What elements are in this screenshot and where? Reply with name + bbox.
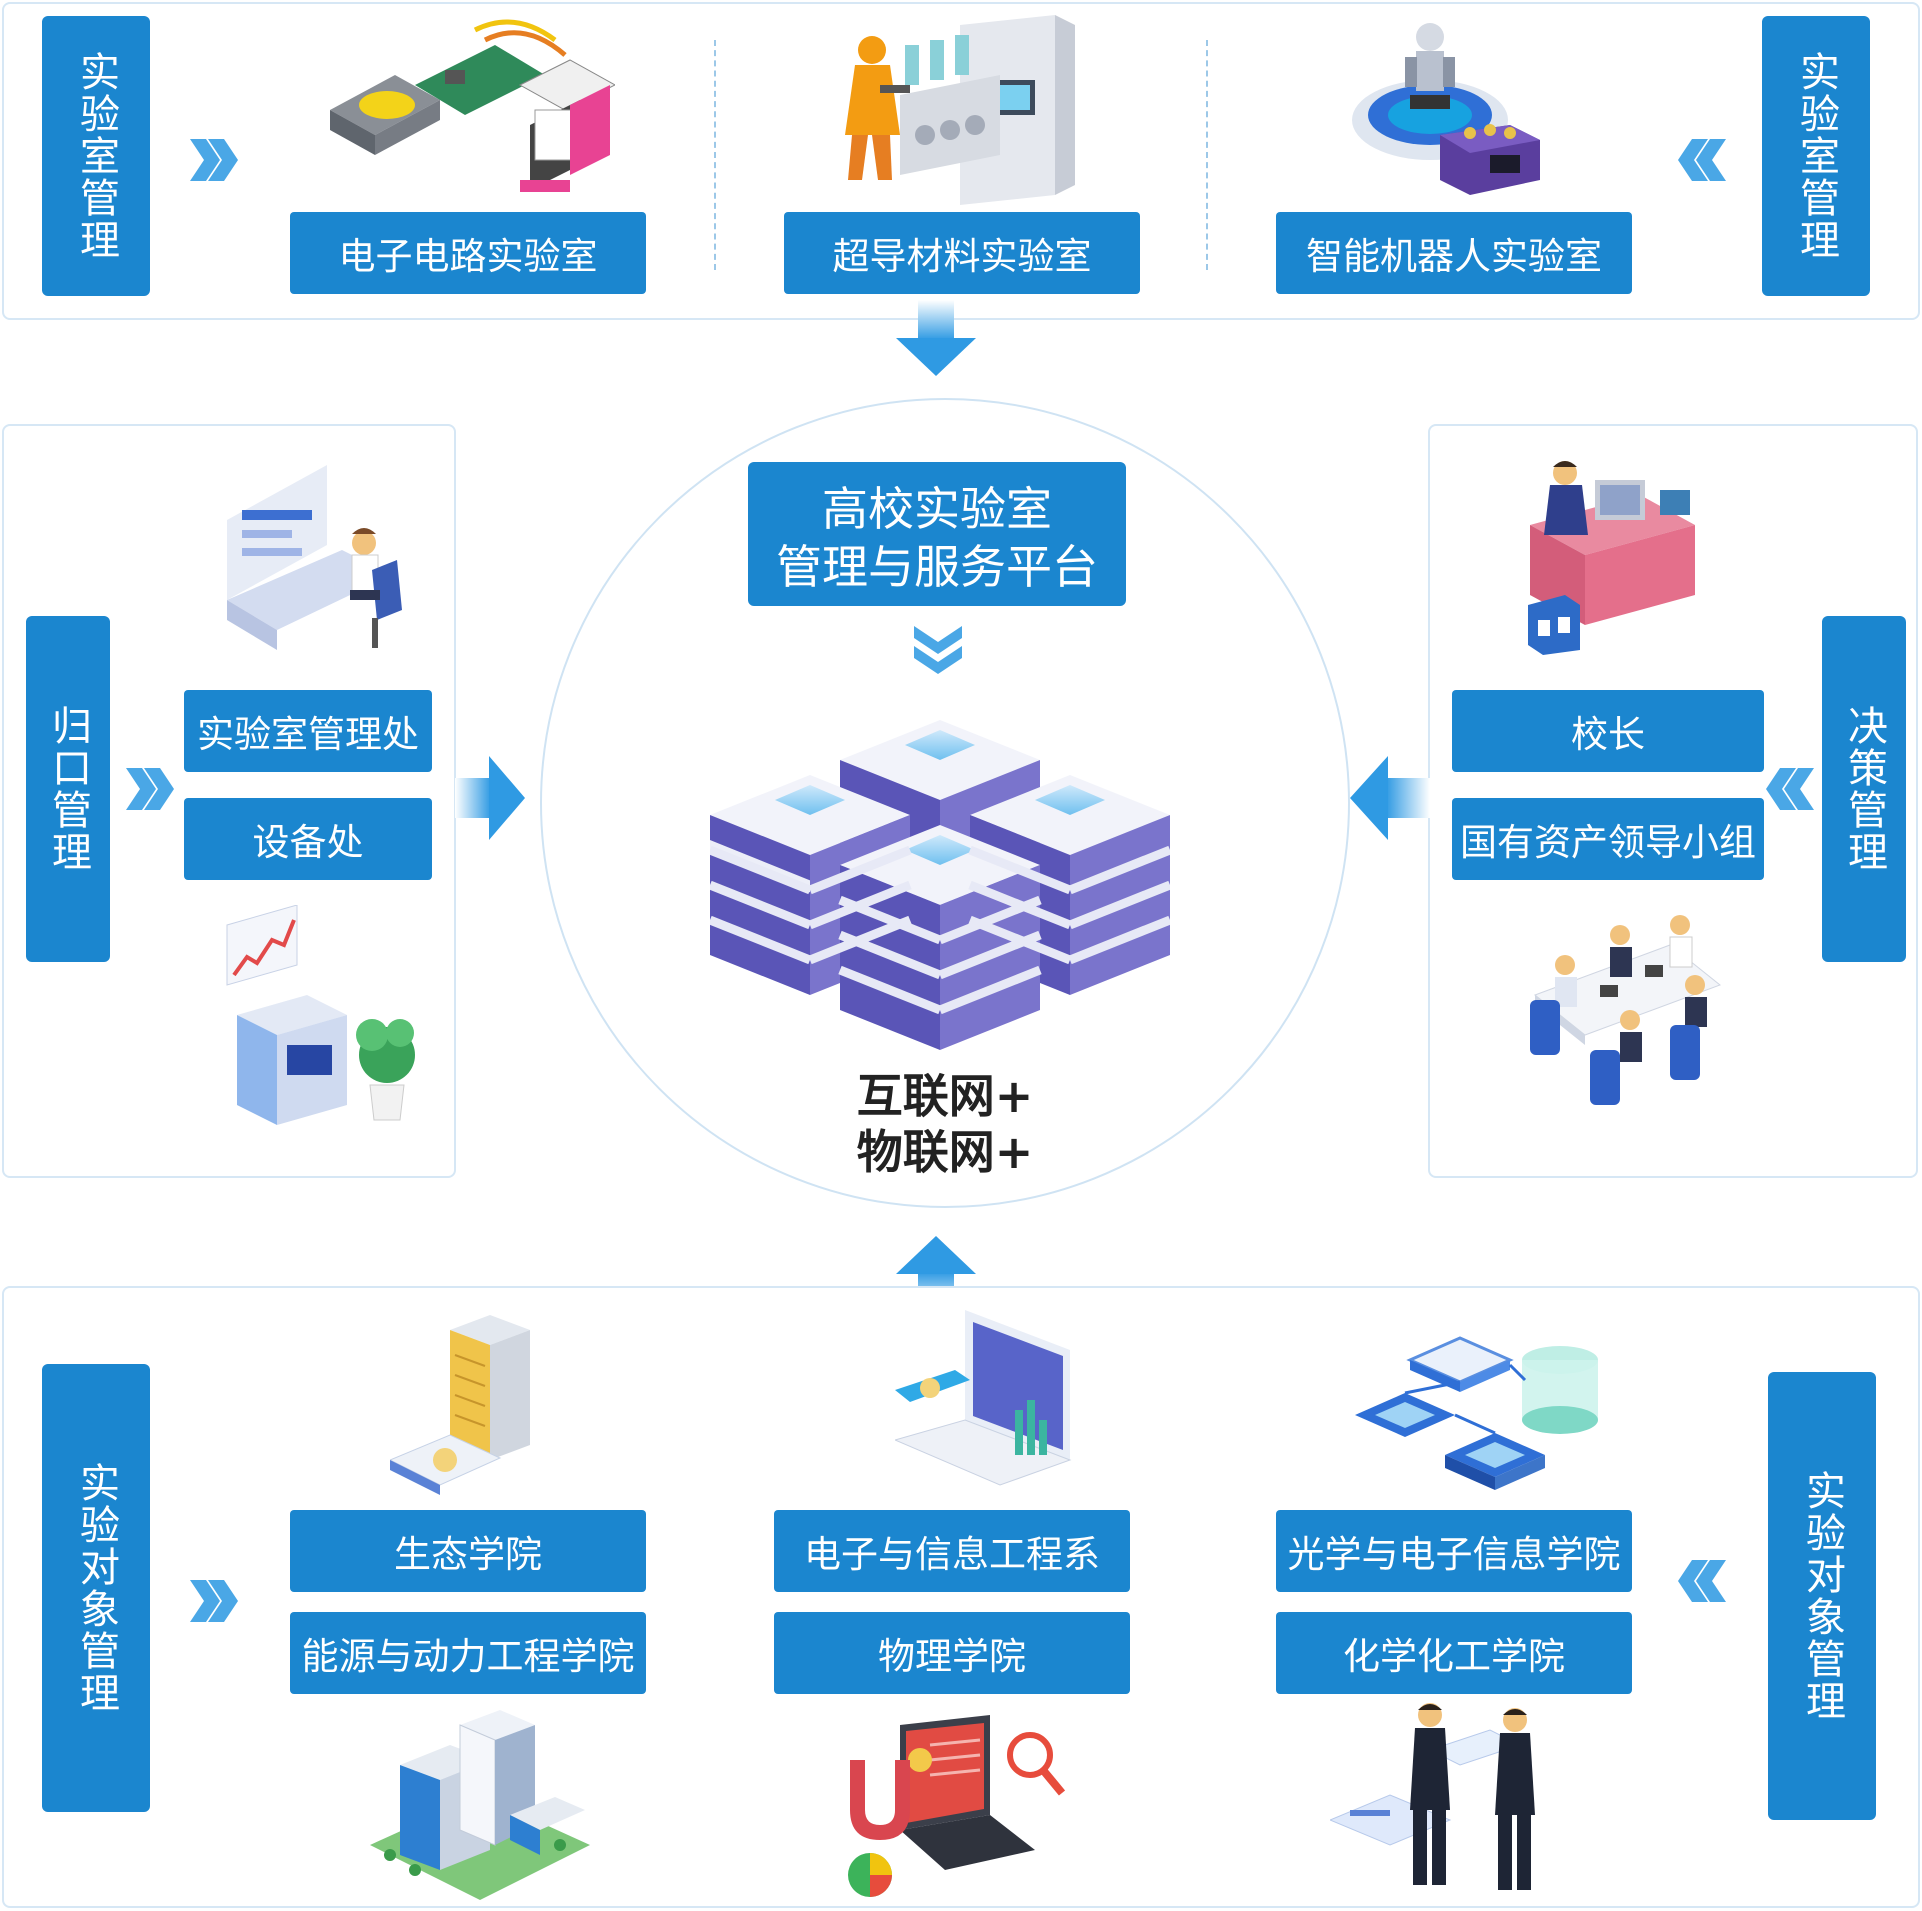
chevron-right-icon bbox=[190, 1580, 238, 1622]
office-worker-illustration bbox=[227, 465, 402, 650]
college-electronic-info[interactable]: 电子与信息工程系 bbox=[774, 1510, 1130, 1592]
chevron-right-icon bbox=[126, 768, 174, 810]
top-right-tab: 实验室管理 bbox=[1762, 16, 1870, 296]
right-item-asset-group[interactable]: 国有资产领导小组 bbox=[1452, 798, 1764, 880]
server-cluster-illustration bbox=[710, 720, 1170, 1050]
college-physics[interactable]: 物理学院 bbox=[774, 1612, 1130, 1694]
right-item-president[interactable]: 校长 bbox=[1452, 690, 1764, 772]
building-document-illustration bbox=[390, 1315, 530, 1495]
iot-line1: 互联网+ bbox=[856, 1069, 1034, 1123]
growth-chart-kiosk-illustration bbox=[226, 905, 415, 1125]
chevron-left-icon bbox=[1678, 1560, 1726, 1602]
robot-illustration bbox=[1352, 23, 1540, 195]
left-item-equipment-office[interactable]: 设备处 bbox=[184, 798, 432, 880]
campus-buildings-illustration bbox=[370, 1710, 590, 1900]
circuit-board-illustration bbox=[330, 19, 615, 192]
arrow-right-icon bbox=[455, 756, 525, 840]
college-optics-electronic[interactable]: 光学与电子信息学院 bbox=[1276, 1510, 1632, 1592]
platform-title: 高校实验室 管理与服务平台 bbox=[748, 462, 1126, 606]
college-energy-power[interactable]: 能源与动力工程学院 bbox=[290, 1612, 646, 1694]
iot-text: 互联网+ 物联网+ bbox=[820, 1068, 1070, 1180]
left-tab: 归口管理 bbox=[26, 616, 110, 962]
college-ecology[interactable]: 生态学院 bbox=[290, 1510, 646, 1592]
superconductor-lab-illustration bbox=[845, 15, 1075, 205]
president-desk-illustration bbox=[1528, 461, 1695, 655]
divider bbox=[714, 40, 716, 270]
platform-title-line2: 管理与服务平台 bbox=[776, 540, 1098, 594]
lab-label-robot[interactable]: 智能机器人实验室 bbox=[1276, 212, 1632, 294]
left-item-lab-office[interactable]: 实验室管理处 bbox=[184, 690, 432, 772]
arrow-down-icon bbox=[896, 300, 976, 376]
college-chemistry[interactable]: 化学化工学院 bbox=[1276, 1612, 1632, 1694]
laptop-analytics-illustration bbox=[848, 1715, 1066, 1897]
chevron-down-icon bbox=[914, 626, 962, 674]
platform-title-line1: 高校实验室 bbox=[822, 482, 1052, 536]
network-nodes-illustration bbox=[1355, 1336, 1598, 1490]
meeting-illustration bbox=[1530, 915, 1722, 1105]
business-meeting-illustration bbox=[1330, 1703, 1535, 1890]
iot-line2: 物联网+ bbox=[856, 1125, 1034, 1179]
right-tab: 决策管理 bbox=[1822, 616, 1906, 962]
lab-label-electronic-circuit[interactable]: 电子电路实验室 bbox=[290, 212, 646, 294]
bottom-left-tab: 实验对象管理 bbox=[42, 1364, 150, 1812]
chevron-left-icon bbox=[1766, 768, 1814, 810]
laptop-dashboard-illustration bbox=[895, 1310, 1072, 1486]
divider bbox=[1206, 40, 1208, 270]
chevron-right-icon bbox=[190, 139, 238, 181]
arrow-left-icon bbox=[1350, 756, 1430, 840]
center-ring bbox=[540, 398, 1350, 1208]
chevron-left-icon bbox=[1678, 139, 1726, 181]
top-left-tab: 实验室管理 bbox=[42, 16, 150, 296]
bottom-right-tab: 实验对象管理 bbox=[1768, 1372, 1876, 1820]
lab-label-superconducting[interactable]: 超导材料实验室 bbox=[784, 212, 1140, 294]
